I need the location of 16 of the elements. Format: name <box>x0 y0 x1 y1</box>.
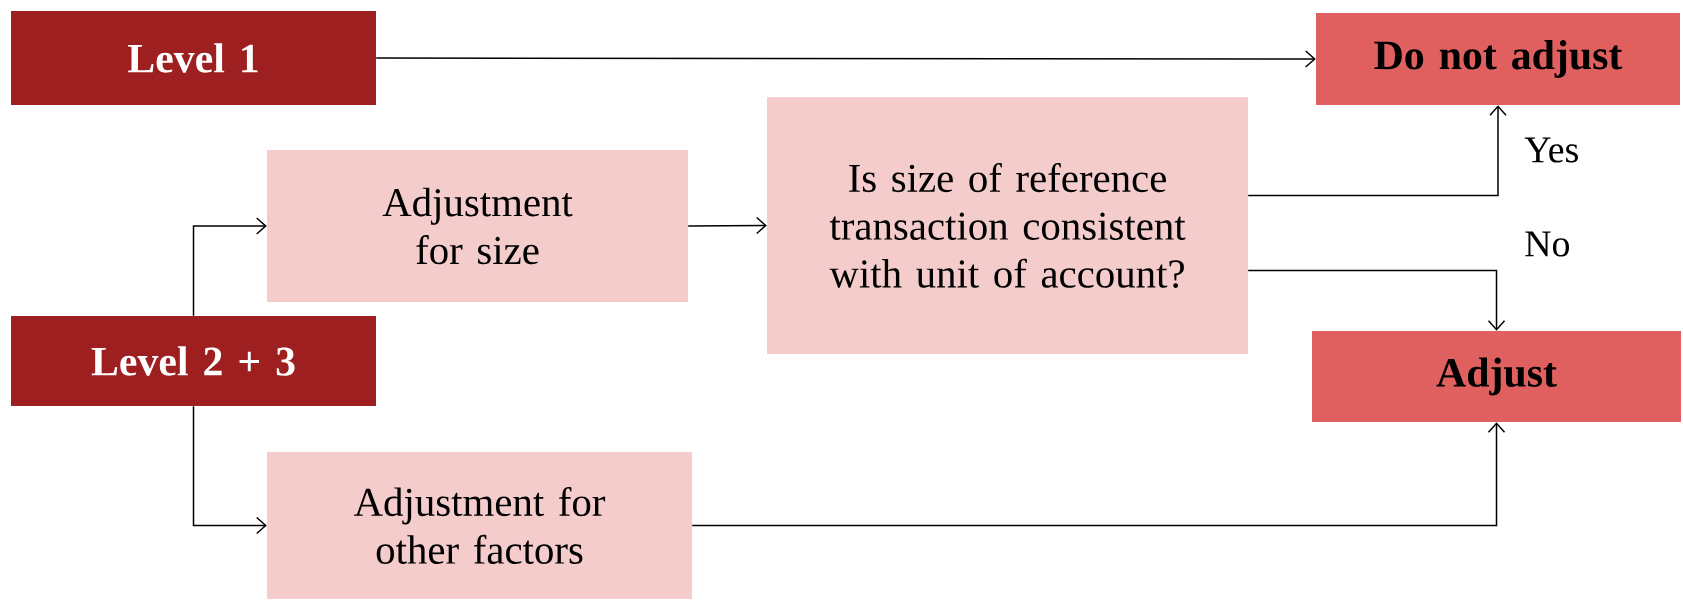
arrow <box>687 216 767 235</box>
arrow <box>691 422 1506 527</box>
arrow <box>375 50 1316 68</box>
arrow <box>1247 269 1506 331</box>
level-box: Level 1 <box>11 11 376 105</box>
edge-label: Yes <box>1522 135 1582 165</box>
level-box: Level 2 + 3 <box>11 316 376 406</box>
outcome-box: Do not adjust <box>1316 13 1680 105</box>
process-box: Is size of reference transaction consistent with unit of account? <box>767 97 1248 354</box>
process-box: Adjustment for other factors <box>267 452 692 599</box>
outcome-box: Adjust <box>1312 331 1681 422</box>
arrow <box>1247 105 1507 197</box>
arrow <box>192 217 267 317</box>
process-box: Adjustment for size <box>267 150 688 302</box>
arrow <box>192 405 267 535</box>
edge-label: No <box>1522 229 1573 259</box>
